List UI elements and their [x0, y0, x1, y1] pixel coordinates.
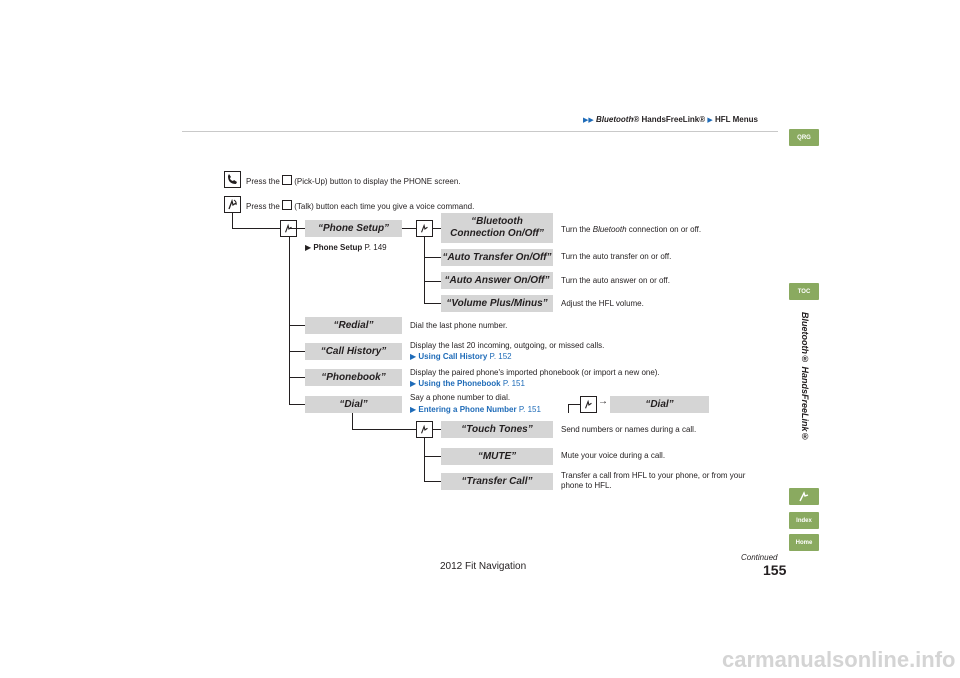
- call-history-desc: Display the last 20 incoming, outgoing, …: [410, 341, 605, 350]
- qrg-button[interactable]: QRG: [789, 129, 819, 146]
- transfer-call-command[interactable]: “Transfer Call”: [441, 473, 553, 490]
- auto-transfer-desc: Turn the auto transfer on or off.: [561, 252, 672, 261]
- sidebar-section-title: Bluetooth® HandsFreeLink®: [800, 312, 810, 442]
- breadcrumb-hfl[interactable]: ® HandsFreeLink®: [633, 115, 706, 124]
- tree-line: [568, 404, 580, 405]
- auto-transfer-command[interactable]: “Auto Transfer On/Off”: [441, 249, 553, 266]
- tree-line: [424, 257, 441, 258]
- breadcrumb-hfl-menus[interactable]: HFL Menus: [715, 115, 758, 124]
- tree-line: [424, 237, 425, 304]
- dial-result-command[interactable]: “Dial”: [610, 396, 709, 413]
- home-button[interactable]: Home: [789, 534, 819, 551]
- tree-line: [433, 429, 441, 430]
- dial-command[interactable]: “Dial”: [305, 396, 402, 413]
- transfer-call-desc: Transfer a call from HFL to your phone, …: [561, 471, 746, 490]
- tree-line: [424, 281, 441, 282]
- tree-line: [568, 405, 569, 413]
- dial-ref[interactable]: ▶ Entering a Phone Number P. 151: [410, 405, 541, 414]
- tree-line: [289, 377, 305, 378]
- tree-line: [424, 303, 441, 304]
- touch-tones-desc: Send numbers or names during a call.: [561, 425, 697, 434]
- dial-desc: Say a phone number to dial.: [410, 393, 511, 402]
- talk-icon: [799, 490, 809, 501]
- redial-desc: Dial the last phone number.: [410, 321, 508, 330]
- tree-line: [433, 228, 441, 229]
- phonebook-desc: Display the paired phone's imported phon…: [410, 368, 660, 377]
- phone-setup-command[interactable]: “Phone Setup”: [305, 220, 402, 237]
- phone-setup-ref[interactable]: ▶ Phone Setup P. 149: [305, 243, 387, 252]
- talk-small-icon: [282, 200, 293, 210]
- tree-line: [289, 325, 305, 326]
- talk-instruction: Press the (Talk) button each time you gi…: [246, 200, 475, 211]
- tree-line: [232, 228, 284, 229]
- talk-icon: [580, 396, 597, 413]
- phonebook-command[interactable]: “Phonebook”: [305, 369, 402, 386]
- talk-button[interactable]: [789, 488, 819, 505]
- breadcrumb-arrow-icon: ▶▶: [583, 117, 594, 124]
- tree-line: [424, 481, 441, 482]
- header-rule: [182, 131, 778, 132]
- pickup-small-icon: [282, 175, 293, 185]
- watermark: carmanualsonline.info: [722, 647, 956, 672]
- touch-tones-command[interactable]: “Touch Tones”: [441, 421, 553, 438]
- call-history-ref[interactable]: ▶ Using Call History P. 152: [410, 352, 512, 361]
- auto-answer-command[interactable]: “Auto Answer On/Off”: [441, 272, 553, 289]
- mute-command[interactable]: “MUTE”: [441, 448, 553, 465]
- talk-icon: [416, 421, 433, 438]
- phonebook-ref[interactable]: ▶ Using the Phonebook P. 151: [410, 379, 525, 388]
- tree-line: [352, 413, 353, 430]
- tree-line: [289, 404, 305, 405]
- arrow-right-icon: →: [598, 396, 608, 407]
- breadcrumb: ▶▶ Bluetooth® HandsFreeLink® ▶ HFL Menus: [583, 115, 758, 124]
- mute-desc: Mute your voice during a call.: [561, 451, 666, 460]
- call-history-command[interactable]: “Call History”: [305, 343, 402, 360]
- tree-line: [232, 213, 233, 229]
- tree-line: [424, 438, 425, 482]
- tree-line: [289, 228, 305, 229]
- redial-command[interactable]: “Redial”: [305, 317, 402, 334]
- tree-line: [424, 456, 441, 457]
- breadcrumb-arrow-icon: ▶: [707, 117, 713, 124]
- volume-command[interactable]: “Volume Plus/Minus”: [441, 295, 553, 312]
- talk-icon: [416, 220, 433, 237]
- tree-line: [289, 237, 290, 405]
- auto-answer-desc: Turn the auto answer on or off.: [561, 276, 670, 285]
- tree-line: [352, 429, 416, 430]
- pickup-button-icon: [224, 171, 241, 188]
- breadcrumb-bluetooth[interactable]: Bluetooth: [596, 115, 634, 124]
- tree-line: [289, 351, 305, 352]
- document-title: 2012 Fit Navigation: [440, 561, 527, 572]
- tree-line: [402, 228, 416, 229]
- volume-desc: Adjust the HFL volume.: [561, 299, 644, 308]
- page-number: 155: [763, 562, 787, 578]
- bluetooth-on-off-desc: Turn the Bluetooth connection on or off.: [561, 225, 702, 234]
- continued-label: Continued: [741, 553, 778, 562]
- talk-button-icon: [224, 196, 241, 213]
- toc-button[interactable]: TOC: [789, 283, 819, 300]
- index-button[interactable]: Index: [789, 512, 819, 529]
- pickup-instruction: Press the (Pick-Up) button to display th…: [246, 175, 461, 186]
